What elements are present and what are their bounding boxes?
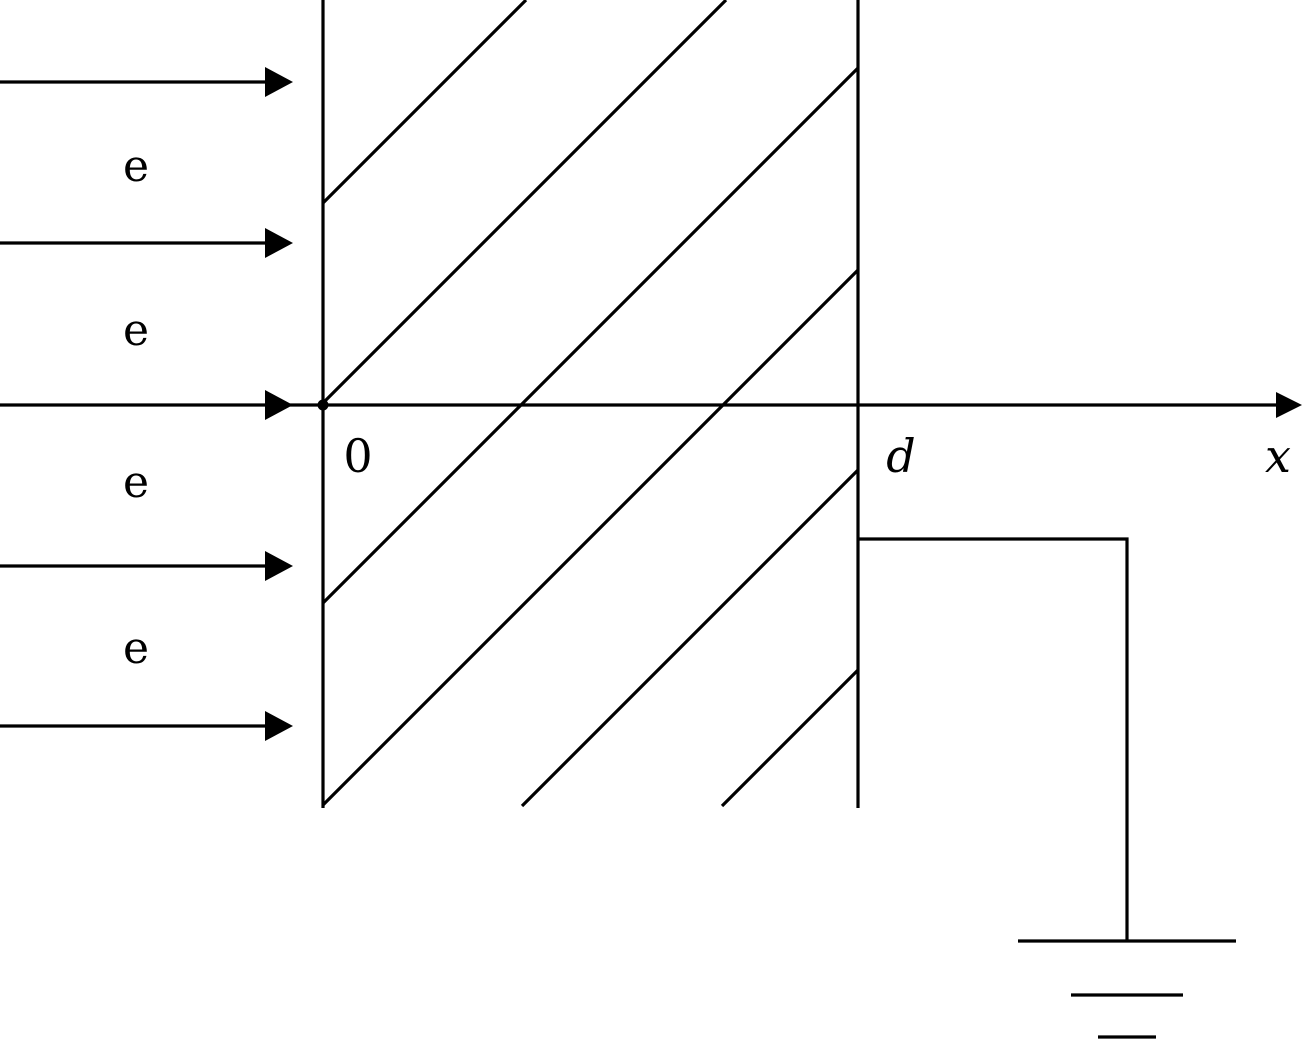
hatch-line [323,0,528,206]
electron-label: e [123,457,149,508]
ground-wire [858,537,1129,941]
ground-connection [858,537,1236,1039]
electron-label: e [123,141,149,192]
origin-label: 0 [343,429,372,483]
ground-symbol-icon [1018,939,1236,1039]
incident-electron-beam [0,67,293,741]
electron-label: e [123,623,149,674]
x-axis-label: x [1265,429,1291,483]
x-axis [290,392,1302,418]
hatch-line [520,467,858,808]
hatch-line [720,667,858,808]
arrow-right-icon [0,711,293,741]
arrow-right-icon [0,551,293,581]
slab-hatching [323,0,858,808]
arrow-right-icon [0,67,293,97]
hatch-line [323,65,858,606]
hatch-line [323,0,728,406]
thickness-label: d [886,429,915,483]
electron-labels: e e e e [123,141,149,674]
origin-point [317,399,329,411]
electron-label: e [123,305,149,356]
hatch-line [323,267,858,808]
arrow-right-icon [0,390,293,420]
x-axis-arrowhead-icon [1276,392,1302,418]
arrow-right-icon [0,228,293,258]
